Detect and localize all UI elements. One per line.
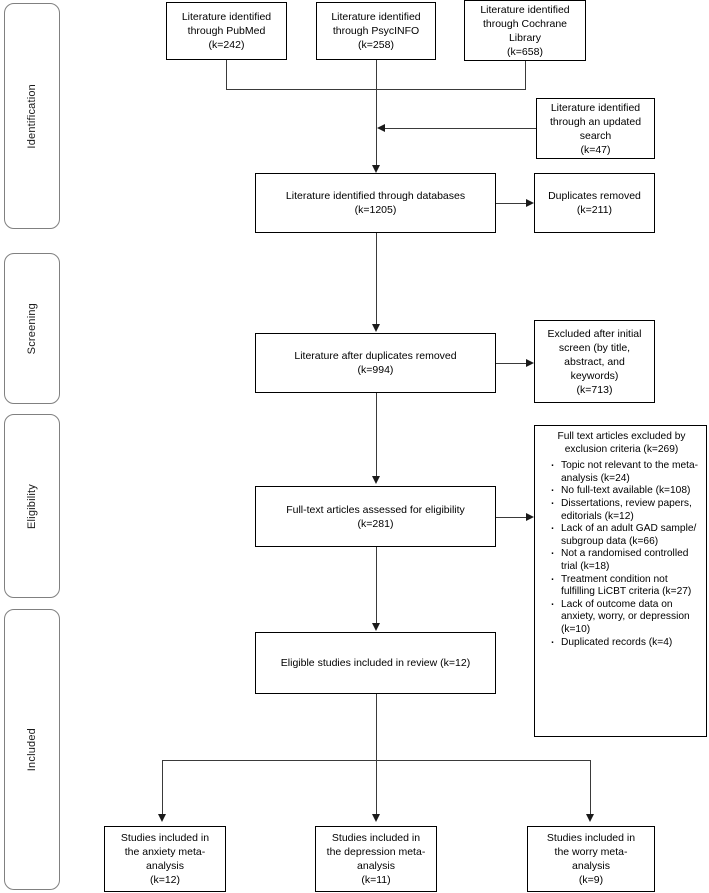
stage-eligibility-label: Eligibility — [26, 483, 38, 529]
box-fulltext-excluded: Full text articles excluded by exclusion… — [534, 425, 707, 737]
box-total-identified-text: Literature identified through databases … — [285, 190, 466, 216]
box-duplicates-removed-text: Duplicates removed (k=211) — [548, 190, 641, 216]
exclusion-item: No full-text available (k=108) — [550, 483, 702, 498]
box-after-duplicates-text: Literature after duplicates removed (k=9… — [294, 350, 457, 376]
box-eligible-in-review: Eligible studies included in review (k=1… — [255, 632, 496, 694]
box-cochrane: Literature identified through Cochrane L… — [464, 0, 586, 61]
arrowhead-fulltext-excluded — [526, 513, 534, 521]
connector-to-duplicates — [496, 203, 527, 204]
connector-screening-to-eligibility — [376, 393, 377, 478]
stage-included-label: Included — [26, 727, 38, 772]
arrowhead-updated-search — [377, 124, 385, 132]
box-updated-search-text: Literature identified through an updated… — [549, 101, 642, 156]
connector-cochrane-down — [525, 61, 526, 89]
box-cochrane-text: Literature identified through Cochrane L… — [480, 3, 570, 58]
connector-to-worry — [590, 760, 591, 816]
box-updated-search: Literature identified through an updated… — [536, 98, 655, 159]
box-worry-meta-analysis: Studies included in the worry meta- anal… — [527, 826, 655, 892]
connector-join-to-databases — [376, 89, 377, 169]
connector-to-depression — [376, 760, 377, 816]
exclusions-heading: Full text articles excluded by exclusion… — [557, 431, 686, 455]
box-psycinfo-text: Literature identified through PsycINFO (… — [331, 11, 421, 51]
connector-psycinfo-down — [376, 60, 377, 89]
box-eligible-in-review-text: Eligible studies included in review (k=1… — [280, 657, 471, 669]
box-psycinfo: Literature identified through PsycINFO (… — [316, 2, 436, 60]
connector-to-fulltext-excluded — [496, 517, 527, 518]
exclusion-item: Topic not relevant to the meta-analysis … — [550, 458, 702, 485]
arrowhead-duplicates-removed — [526, 199, 534, 207]
arrowhead-excluded-initial — [526, 359, 534, 367]
box-pubmed: Literature identified through PubMed (k=… — [166, 2, 287, 60]
exclusion-item: Dissertations, review papers, editorials… — [550, 496, 702, 523]
connector-pubmed-down — [226, 60, 227, 89]
box-depression-meta-analysis-text: Studies included in the depression meta-… — [326, 832, 426, 886]
box-total-identified: Literature identified through databases … — [255, 173, 496, 233]
exclusion-item: Treatment condition not fulfilling LiCBT… — [550, 572, 702, 599]
stage-included: Included — [4, 609, 60, 890]
connector-to-anxiety — [162, 760, 163, 816]
stage-identification: Identification — [4, 3, 60, 229]
box-worry-meta-analysis-text: Studies included in the worry meta- anal… — [546, 832, 636, 886]
arrowhead-to-eligible-review — [372, 623, 380, 631]
stage-screening-label: Screening — [26, 302, 38, 355]
stage-eligibility: Eligibility — [4, 414, 60, 598]
arrowhead-worry-meta — [586, 814, 594, 822]
box-duplicates-removed: Duplicates removed (k=211) — [534, 173, 655, 233]
box-excluded-initial-screen: Excluded after initial screen (by title,… — [534, 320, 655, 403]
connector-eligible-down — [376, 694, 377, 760]
arrowhead-to-fulltext — [372, 476, 380, 484]
box-after-duplicates: Literature after duplicates removed (k=9… — [255, 333, 496, 393]
connector-eligibility-to-included — [376, 547, 377, 625]
stage-identification-label: Identification — [26, 83, 38, 149]
box-fulltext-assessed: Full-text articles assessed for eligibil… — [255, 486, 496, 547]
exclusion-item: Lack of an adult GAD sample/ subgroup da… — [550, 521, 702, 548]
connector-to-excluded-initial — [496, 363, 527, 364]
arrowhead-anxiety-meta — [158, 814, 166, 822]
exclusion-item: Lack of outcome data on anxiety, worry, … — [550, 597, 702, 637]
arrowhead-to-databases — [372, 165, 380, 173]
connector-updated-to-main — [384, 128, 536, 129]
box-fulltext-assessed-text: Full-text articles assessed for eligibil… — [286, 503, 465, 530]
arrowhead-depression-meta — [372, 814, 380, 822]
connector-databases-to-screening — [376, 233, 377, 326]
box-excluded-initial-screen-text: Excluded after initial screen (by title,… — [547, 327, 642, 396]
box-anxiety-meta-analysis: Studies included in the anxiety meta- an… — [104, 826, 226, 892]
box-depression-meta-analysis: Studies included in the depression meta-… — [315, 826, 437, 892]
box-pubmed-text: Literature identified through PubMed (k=… — [181, 11, 272, 51]
box-anxiety-meta-analysis-text: Studies included in the anxiety meta- an… — [120, 832, 210, 886]
exclusion-item: Not a randomised controlled trial (k=18) — [550, 546, 702, 573]
arrowhead-to-after-duplicates — [372, 324, 380, 332]
exclusions-list: Topic not relevant to the meta-analysis … — [541, 458, 702, 650]
stage-screening: Screening — [4, 253, 60, 404]
exclusion-item: Duplicated records (k=4) — [550, 635, 702, 650]
